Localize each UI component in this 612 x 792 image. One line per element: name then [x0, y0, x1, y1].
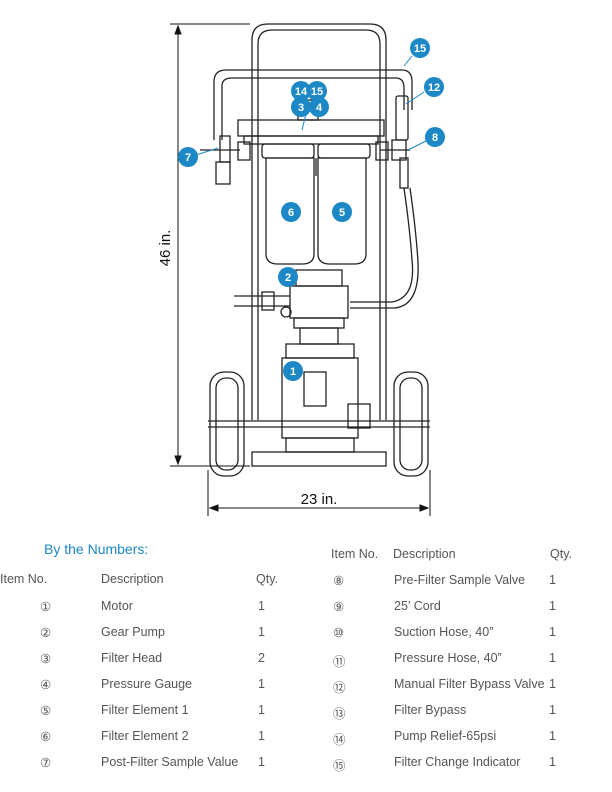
callout-6: 6	[281, 202, 301, 222]
table-row: ⑥ Filter Element 2 1	[40, 729, 280, 745]
callout-7: 7	[178, 147, 198, 167]
table-row: ⑤ Filter Element 1 1	[40, 703, 280, 719]
table-row: ① Motor 1	[40, 599, 280, 615]
item-description: Pressure Hose, 40”	[394, 651, 502, 665]
item-number: ④	[40, 678, 52, 692]
callout-14: 14	[291, 81, 311, 101]
item-description: Filter Change Indicator	[394, 755, 521, 769]
item-number: ⑧	[333, 574, 345, 588]
svg-text:5: 5	[339, 207, 345, 219]
item-description: Pre-Filter Sample Valve	[394, 573, 526, 587]
svg-text:6: 6	[288, 207, 294, 219]
item-qty: 1	[549, 755, 556, 769]
item-number: ⑥	[40, 730, 52, 744]
item-qty: 1	[549, 651, 556, 665]
item-qty: 1	[549, 625, 556, 639]
callout-3: 3	[291, 97, 311, 117]
callout-15: 15	[307, 81, 327, 101]
item-description: 25’ Cord	[394, 599, 441, 613]
callout-12: 12	[424, 77, 444, 97]
item-qty: 2	[258, 651, 265, 665]
svg-text:15: 15	[414, 43, 426, 55]
table-row: ④ Pressure Gauge 1	[40, 677, 280, 693]
item-number: ⑫	[333, 681, 346, 695]
item-number: ①	[40, 600, 52, 614]
item-description: Filter Element 1	[101, 703, 189, 717]
callout-13: 15	[410, 38, 430, 58]
table-row: ⑮ Filter Change Indicator 1	[333, 755, 573, 773]
svg-text:12: 12	[428, 82, 440, 94]
item-description: Filter Head	[101, 651, 163, 665]
table-row: ③ Filter Head 2	[40, 651, 280, 667]
table-row: ⑦ Post-Filter Sample Value 1	[40, 755, 280, 771]
item-description: Post-Filter Sample Value	[101, 755, 239, 769]
item-qty: 1	[258, 677, 265, 691]
svg-text:2: 2	[285, 272, 291, 284]
item-qty: 1	[258, 755, 265, 769]
item-description: Motor	[101, 599, 133, 613]
callout-2: 2	[278, 267, 298, 287]
item-qty: 1	[258, 625, 265, 639]
left-header-item: Item No.	[0, 572, 48, 586]
height-dimension-label: 46 in.	[157, 230, 174, 267]
right-header-description: Description	[393, 547, 456, 561]
right-header-qty: Qty.	[550, 547, 572, 561]
filter-cart-diagram: 46 in. 23 in. 15 12 8 7 14 15 3 4 6 5 2 …	[157, 23, 445, 516]
item-qty: 1	[549, 573, 556, 587]
svg-text:8: 8	[432, 132, 438, 144]
item-qty: 1	[549, 677, 556, 691]
item-number: ⑮	[333, 759, 346, 773]
callout-4: 4	[309, 97, 329, 117]
item-description: Gear Pump	[101, 625, 165, 639]
item-number: ⑨	[333, 600, 345, 614]
svg-text:4: 4	[316, 102, 323, 114]
svg-text:1: 1	[290, 366, 296, 378]
item-number: ③	[40, 652, 52, 666]
item-qty: 1	[549, 599, 556, 613]
svg-text:3: 3	[298, 102, 304, 114]
svg-text:14: 14	[295, 86, 308, 98]
item-number: ⑦	[40, 756, 52, 770]
item-number: ⑤	[40, 704, 52, 718]
callout-5: 5	[332, 202, 352, 222]
parts-table-title: By the Numbers:	[44, 541, 149, 557]
item-number: ⑭	[333, 733, 346, 747]
item-qty: 1	[549, 729, 556, 743]
width-dimension-label: 23 in.	[301, 491, 338, 508]
svg-text:7: 7	[185, 152, 191, 164]
right-header-item: Item No.	[331, 547, 379, 561]
item-qty: 1	[258, 599, 265, 613]
item-number: ②	[40, 626, 52, 640]
item-qty: 1	[258, 729, 265, 743]
item-number: ⑬	[333, 707, 346, 721]
table-row: ⑬ Filter Bypass 1	[333, 703, 573, 721]
item-description: Filter Bypass	[394, 703, 467, 717]
callout-1: 1	[283, 361, 303, 381]
callout-8: 8	[425, 127, 445, 147]
left-header-description: Description	[101, 572, 164, 586]
item-number: ⑩	[333, 626, 345, 640]
table-row: ⑪ Pressure Hose, 40” 1	[333, 651, 573, 669]
item-number: ⑪	[333, 655, 346, 669]
item-description: Pressure Gauge	[101, 677, 193, 691]
table-row: ② Gear Pump 1	[40, 625, 280, 641]
svg-text:15: 15	[311, 86, 323, 98]
left-header-qty: Qty.	[256, 572, 278, 586]
item-description: Manual Filter Bypass Valve	[394, 677, 545, 691]
item-qty: 1	[549, 703, 556, 717]
table-row: ⑧ Pre-Filter Sample Valve 1	[333, 573, 573, 589]
table-row: ⑭ Pump Relief-65psi 1	[333, 729, 573, 747]
item-description: Filter Element 2	[101, 729, 189, 743]
table-row: ⑩ Suction Hose, 40” 1	[333, 625, 573, 641]
item-description: Suction Hose, 40”	[394, 625, 494, 639]
item-description: Pump Relief-65psi	[394, 729, 497, 743]
item-qty: 1	[258, 703, 265, 717]
table-row: ⑫ Manual Filter Bypass Valve 1	[333, 677, 573, 695]
table-row: ⑨ 25’ Cord 1	[333, 599, 573, 615]
